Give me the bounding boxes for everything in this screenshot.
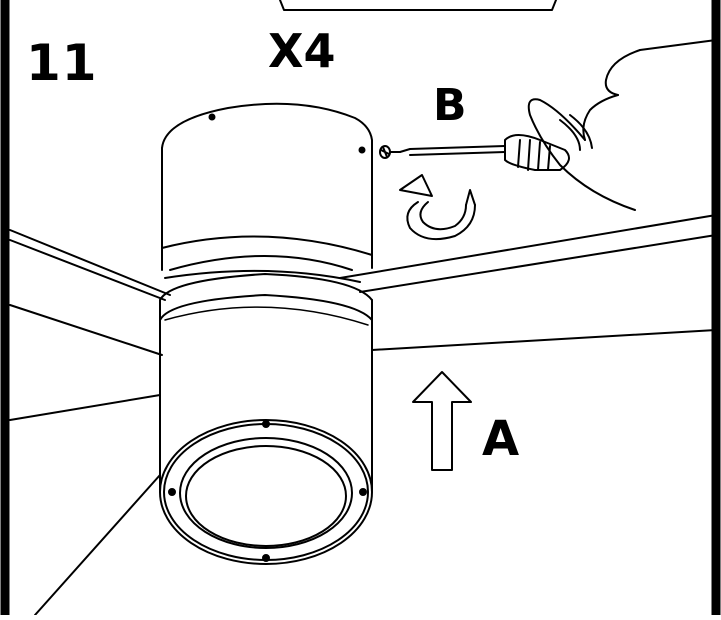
screw-icon xyxy=(379,145,401,159)
light-cover-ring xyxy=(159,419,373,565)
callout-a: A xyxy=(482,411,520,467)
step-number: 11 xyxy=(26,34,98,92)
motor-housing xyxy=(161,102,373,283)
screw-count: X4 xyxy=(268,24,336,78)
up-arrow-icon xyxy=(412,371,472,471)
rotate-arrow-icon xyxy=(399,174,476,241)
callout-b: B xyxy=(433,80,467,131)
hand-icon xyxy=(527,39,717,211)
fan-blade-left xyxy=(9,229,171,616)
light-kit-housing xyxy=(159,273,373,491)
screwdriver-icon xyxy=(399,134,570,171)
fan-blade-right xyxy=(339,214,717,351)
